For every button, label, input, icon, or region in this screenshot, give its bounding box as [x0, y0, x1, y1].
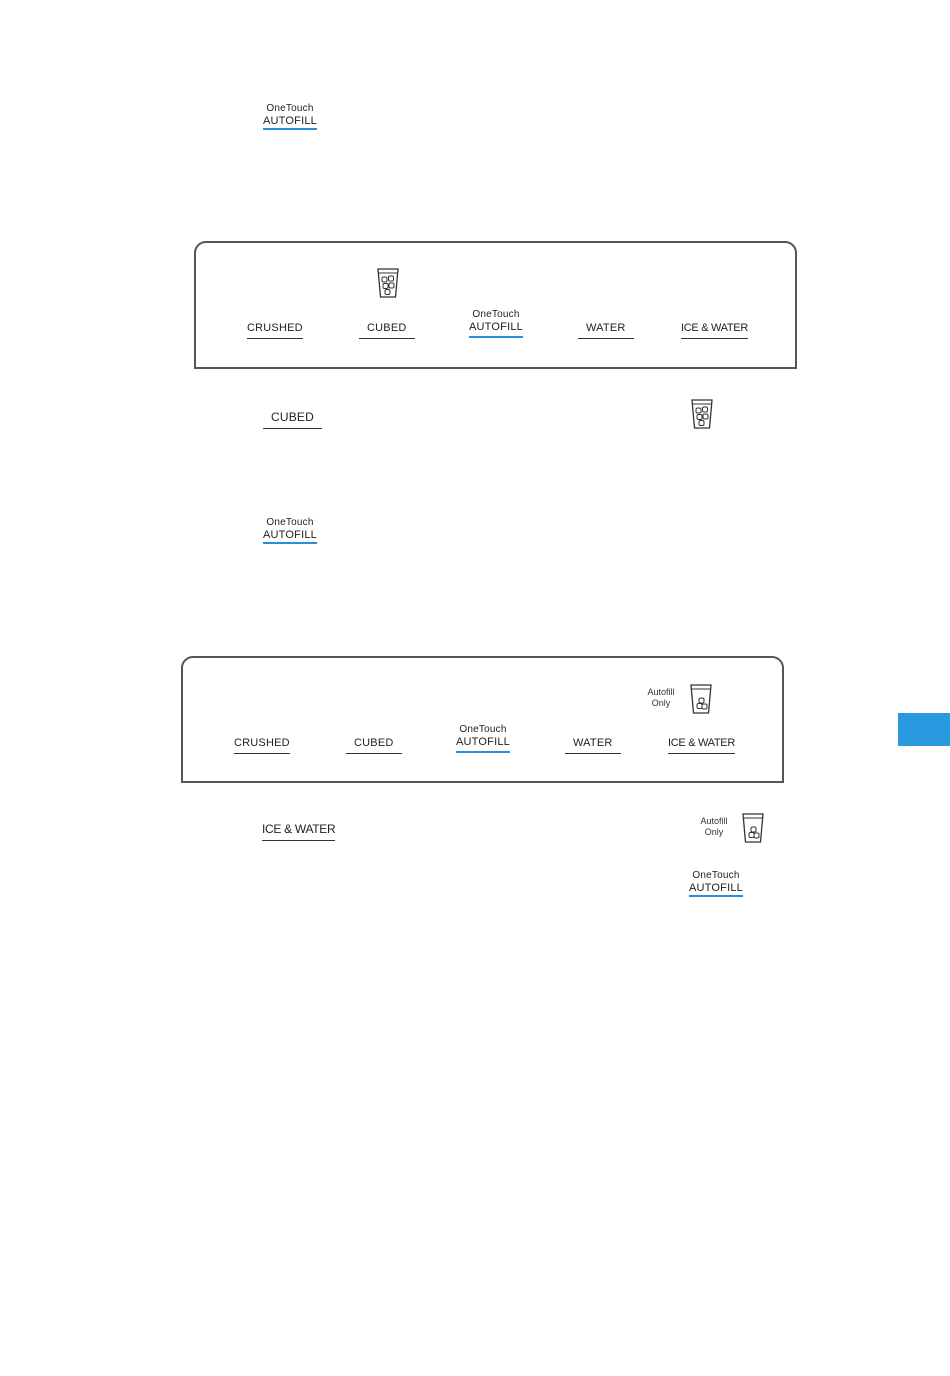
section-tab — [898, 713, 950, 746]
dispenser-control-panel: CRUSHED CUBED OneTouch AUTOFILL WATER IC… — [194, 241, 797, 369]
onetouch-autofill-key: OneTouch AUTOFILL — [263, 517, 317, 544]
onetouch-autofill-key: OneTouch AUTOFILL — [689, 870, 743, 897]
autofill-only-note: Autofill Only — [641, 687, 681, 709]
ice-and-water-button[interactable]: ICE & WATER — [681, 322, 748, 339]
dispenser-control-panel-autofill: Autofill Only CRUSHED CUBED OneTouch AUT… — [181, 656, 784, 783]
autofill-glass-icon — [741, 812, 765, 844]
water-button[interactable]: WATER — [578, 322, 634, 339]
crushed-button[interactable]: CRUSHED — [247, 322, 303, 339]
autofill-label: AUTOFILL — [263, 115, 317, 130]
autofill-glass-icon — [689, 683, 713, 715]
ice-glass-icon — [690, 398, 714, 430]
autofill-only-note: Autofill Only — [694, 816, 734, 838]
water-button[interactable]: WATER — [565, 737, 621, 754]
onetouch-autofill-button[interactable]: OneTouch AUTOFILL — [456, 724, 510, 753]
cubed-key: CUBED — [263, 410, 322, 429]
cubed-button[interactable]: CUBED — [359, 322, 415, 339]
onetouch-autofill-key: OneTouch AUTOFILL — [263, 103, 317, 130]
onetouch-label: OneTouch — [263, 103, 317, 115]
ice-glass-icon — [376, 267, 400, 299]
crushed-button[interactable]: CRUSHED — [234, 737, 290, 754]
ice-and-water-button[interactable]: ICE & WATER — [668, 737, 735, 754]
onetouch-autofill-button[interactable]: OneTouch AUTOFILL — [469, 309, 523, 338]
ice-and-water-key: ICE & WATER — [262, 822, 335, 841]
cubed-button[interactable]: CUBED — [346, 737, 402, 754]
